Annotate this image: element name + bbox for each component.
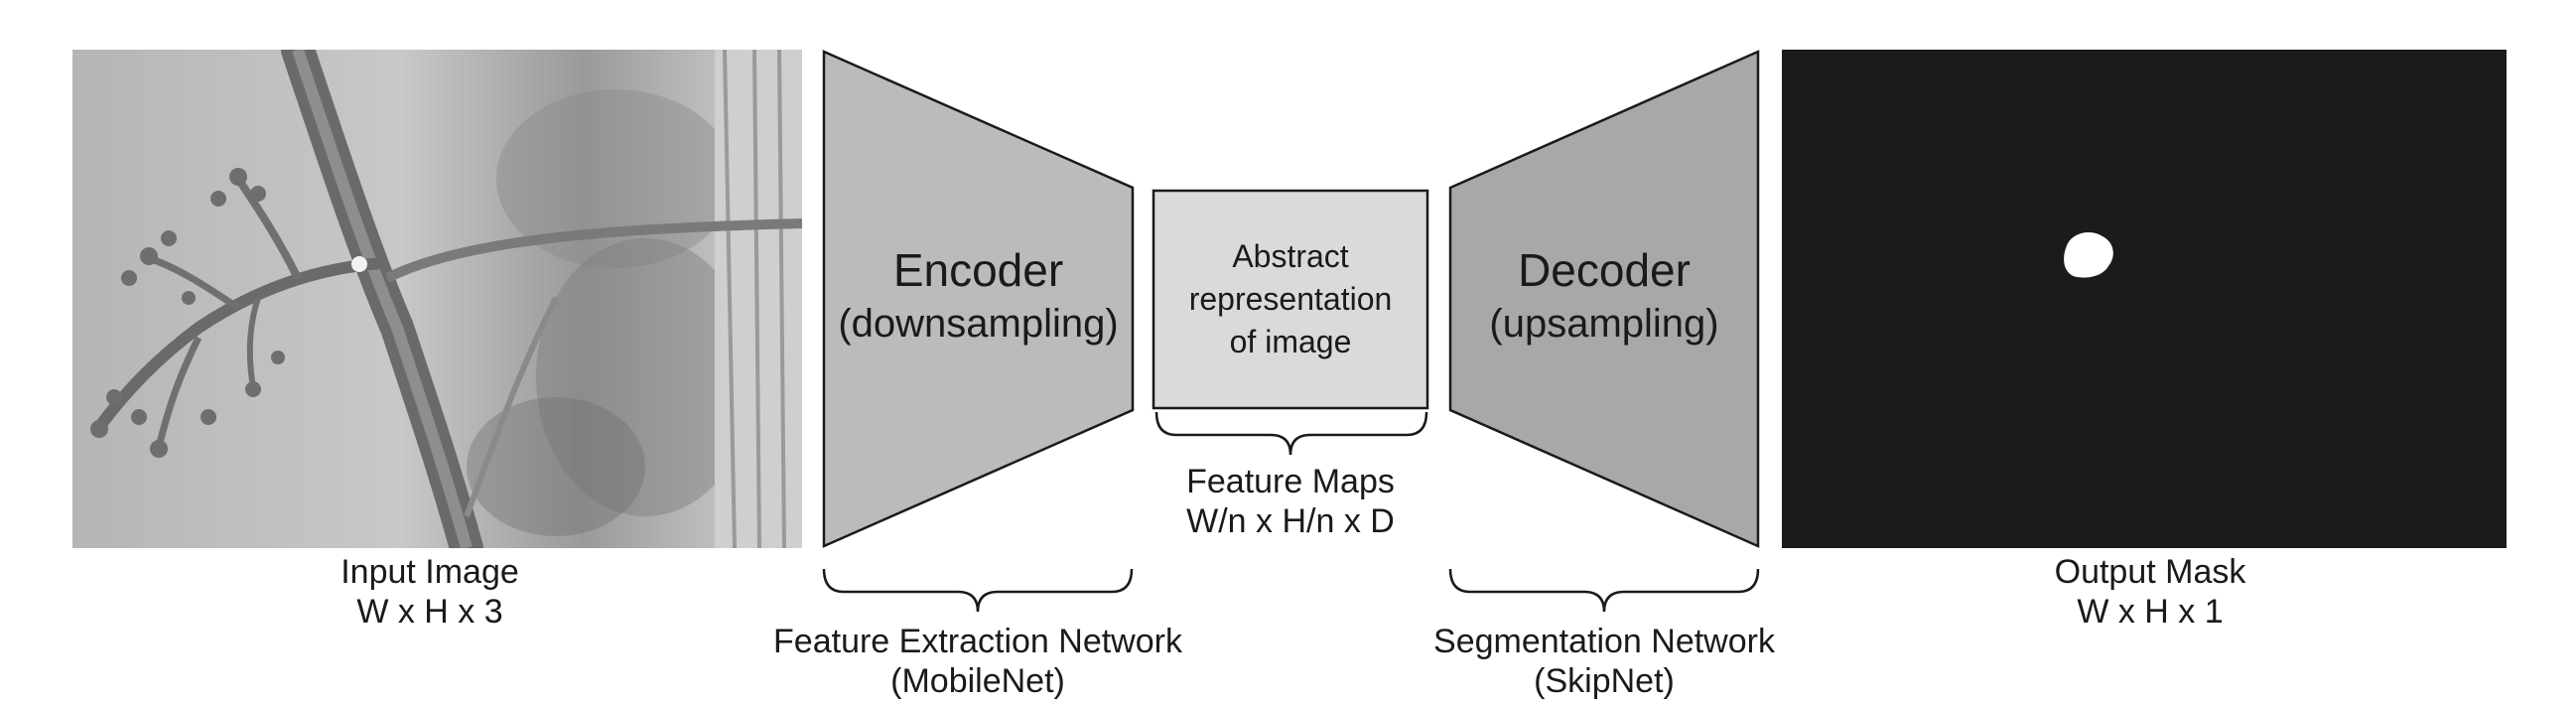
feature-box-label: Abstract representation of image	[1153, 235, 1427, 363]
decoder-brace	[1448, 568, 1760, 613]
decoder-trapezoid	[1448, 50, 1760, 548]
encoder-network-caption: Feature Extraction Network (MobileNet)	[730, 622, 1226, 701]
feature-maps-caption: Feature Maps W/n x H/n x D	[1092, 462, 1489, 541]
encoder-label: Encoder (downsampling)	[824, 243, 1133, 351]
output-mask-caption: Output Mask W x H x 1	[1952, 552, 2349, 632]
feature-maps-dims: W/n x H/n x D	[1186, 502, 1395, 540]
output-mask	[1782, 50, 2507, 548]
encoder-network-name: (MobileNet)	[890, 662, 1065, 700]
decoder-network-caption: Segmentation Network (SkipNet)	[1356, 622, 1852, 701]
encoder-trapezoid	[822, 50, 1135, 548]
mask-blob	[2064, 231, 2113, 278]
feature-map-box	[1152, 189, 1429, 410]
input-image-title: Input Image	[340, 553, 519, 591]
decoder-network-name: (SkipNet)	[1534, 662, 1675, 700]
encoder-subtitle: (downsampling)	[838, 302, 1119, 346]
output-mask-dims: W x H x 1	[2077, 593, 2224, 631]
decoder-label: Decoder (upsampling)	[1450, 243, 1758, 351]
input-image-caption: Input Image W x H x 3	[231, 552, 628, 632]
encoder-title: Encoder	[892, 244, 1064, 296]
output-mask-title: Output Mask	[2054, 553, 2246, 591]
decoder-title: Decoder	[1518, 244, 1691, 296]
feature-maps-brace	[1154, 411, 1428, 456]
feature-box-line2: representation	[1188, 281, 1393, 317]
encoder-brace	[822, 568, 1134, 613]
feature-box-line1: Abstract	[1232, 238, 1349, 274]
encoder-network-title: Feature Extraction Network	[773, 623, 1182, 660]
feature-box-line3: of image	[1229, 324, 1352, 359]
decoder-network-title: Segmentation Network	[1433, 623, 1775, 660]
input-image	[72, 50, 802, 548]
decoder-subtitle: (upsampling)	[1489, 302, 1719, 346]
feature-maps-title: Feature Maps	[1186, 463, 1395, 500]
input-image-dims: W x H x 3	[356, 593, 503, 631]
